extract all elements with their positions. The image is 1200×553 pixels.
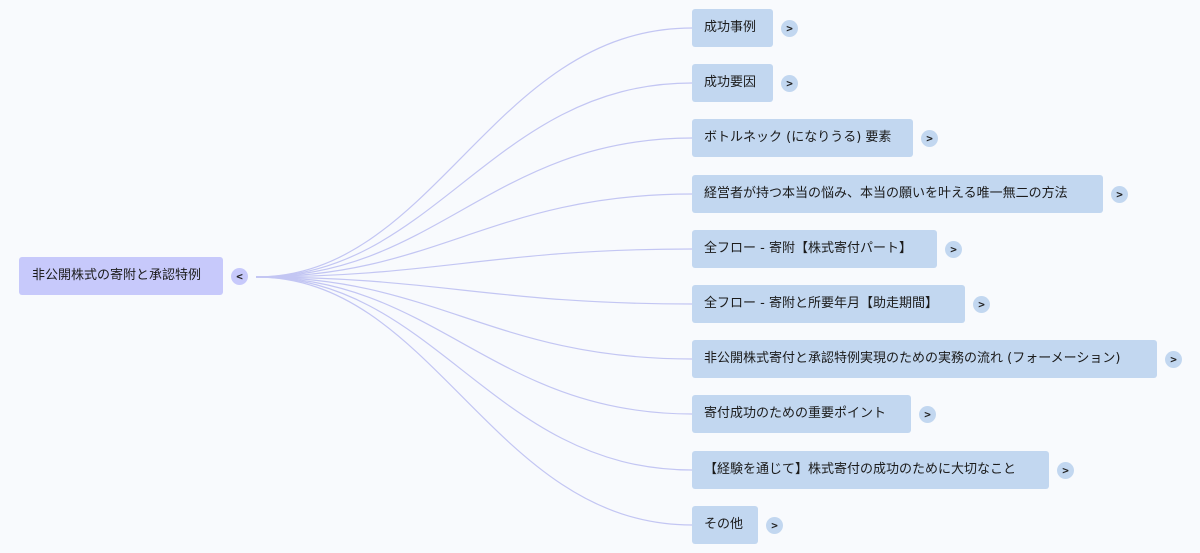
child-node[interactable]: 成功要因: [692, 64, 773, 102]
link-line: [255, 276, 693, 305]
link-line: [255, 248, 693, 278]
child-node[interactable]: 非公開株式寄付と承認特例実現のための実務の流れ (フォーメーション): [692, 340, 1157, 378]
expand-toggle[interactable]: >: [1057, 462, 1074, 479]
child-node[interactable]: 成功事例: [692, 9, 773, 47]
root-node[interactable]: 非公開株式の寄附と承認特例: [19, 257, 223, 295]
child-node[interactable]: 寄付成功のための重要ポイント: [692, 395, 911, 433]
link-line: [255, 276, 693, 471]
link-line: [255, 137, 693, 278]
expand-toggle[interactable]: >: [781, 20, 798, 37]
expand-toggle[interactable]: >: [766, 517, 783, 534]
link-line: [255, 27, 693, 278]
child-node[interactable]: ボトルネック (になりうる) 要素: [692, 119, 913, 157]
child-node[interactable]: 全フロー - 寄附と所要年月【助走期間】: [692, 285, 965, 323]
expand-toggle[interactable]: >: [1111, 186, 1128, 203]
expand-toggle[interactable]: >: [1165, 351, 1182, 368]
expand-toggle[interactable]: >: [781, 75, 798, 92]
link-line: [255, 276, 693, 415]
link-line: [255, 193, 693, 278]
link-line: [255, 82, 693, 278]
child-node[interactable]: 経営者が持つ本当の悩み、本当の願いを叶える唯一無二の方法: [692, 175, 1103, 213]
root-collapse-toggle[interactable]: <: [231, 268, 248, 285]
link-line: [255, 276, 693, 526]
link-line: [255, 276, 693, 360]
expand-toggle[interactable]: >: [945, 241, 962, 258]
child-node[interactable]: 全フロー - 寄附【株式寄付パート】: [692, 230, 937, 268]
child-node[interactable]: 【経験を通じて】株式寄付の成功のために大切なこと: [692, 451, 1049, 489]
expand-toggle[interactable]: >: [921, 130, 938, 147]
child-node[interactable]: その他: [692, 506, 758, 544]
expand-toggle[interactable]: >: [973, 296, 990, 313]
expand-toggle[interactable]: >: [919, 406, 936, 423]
